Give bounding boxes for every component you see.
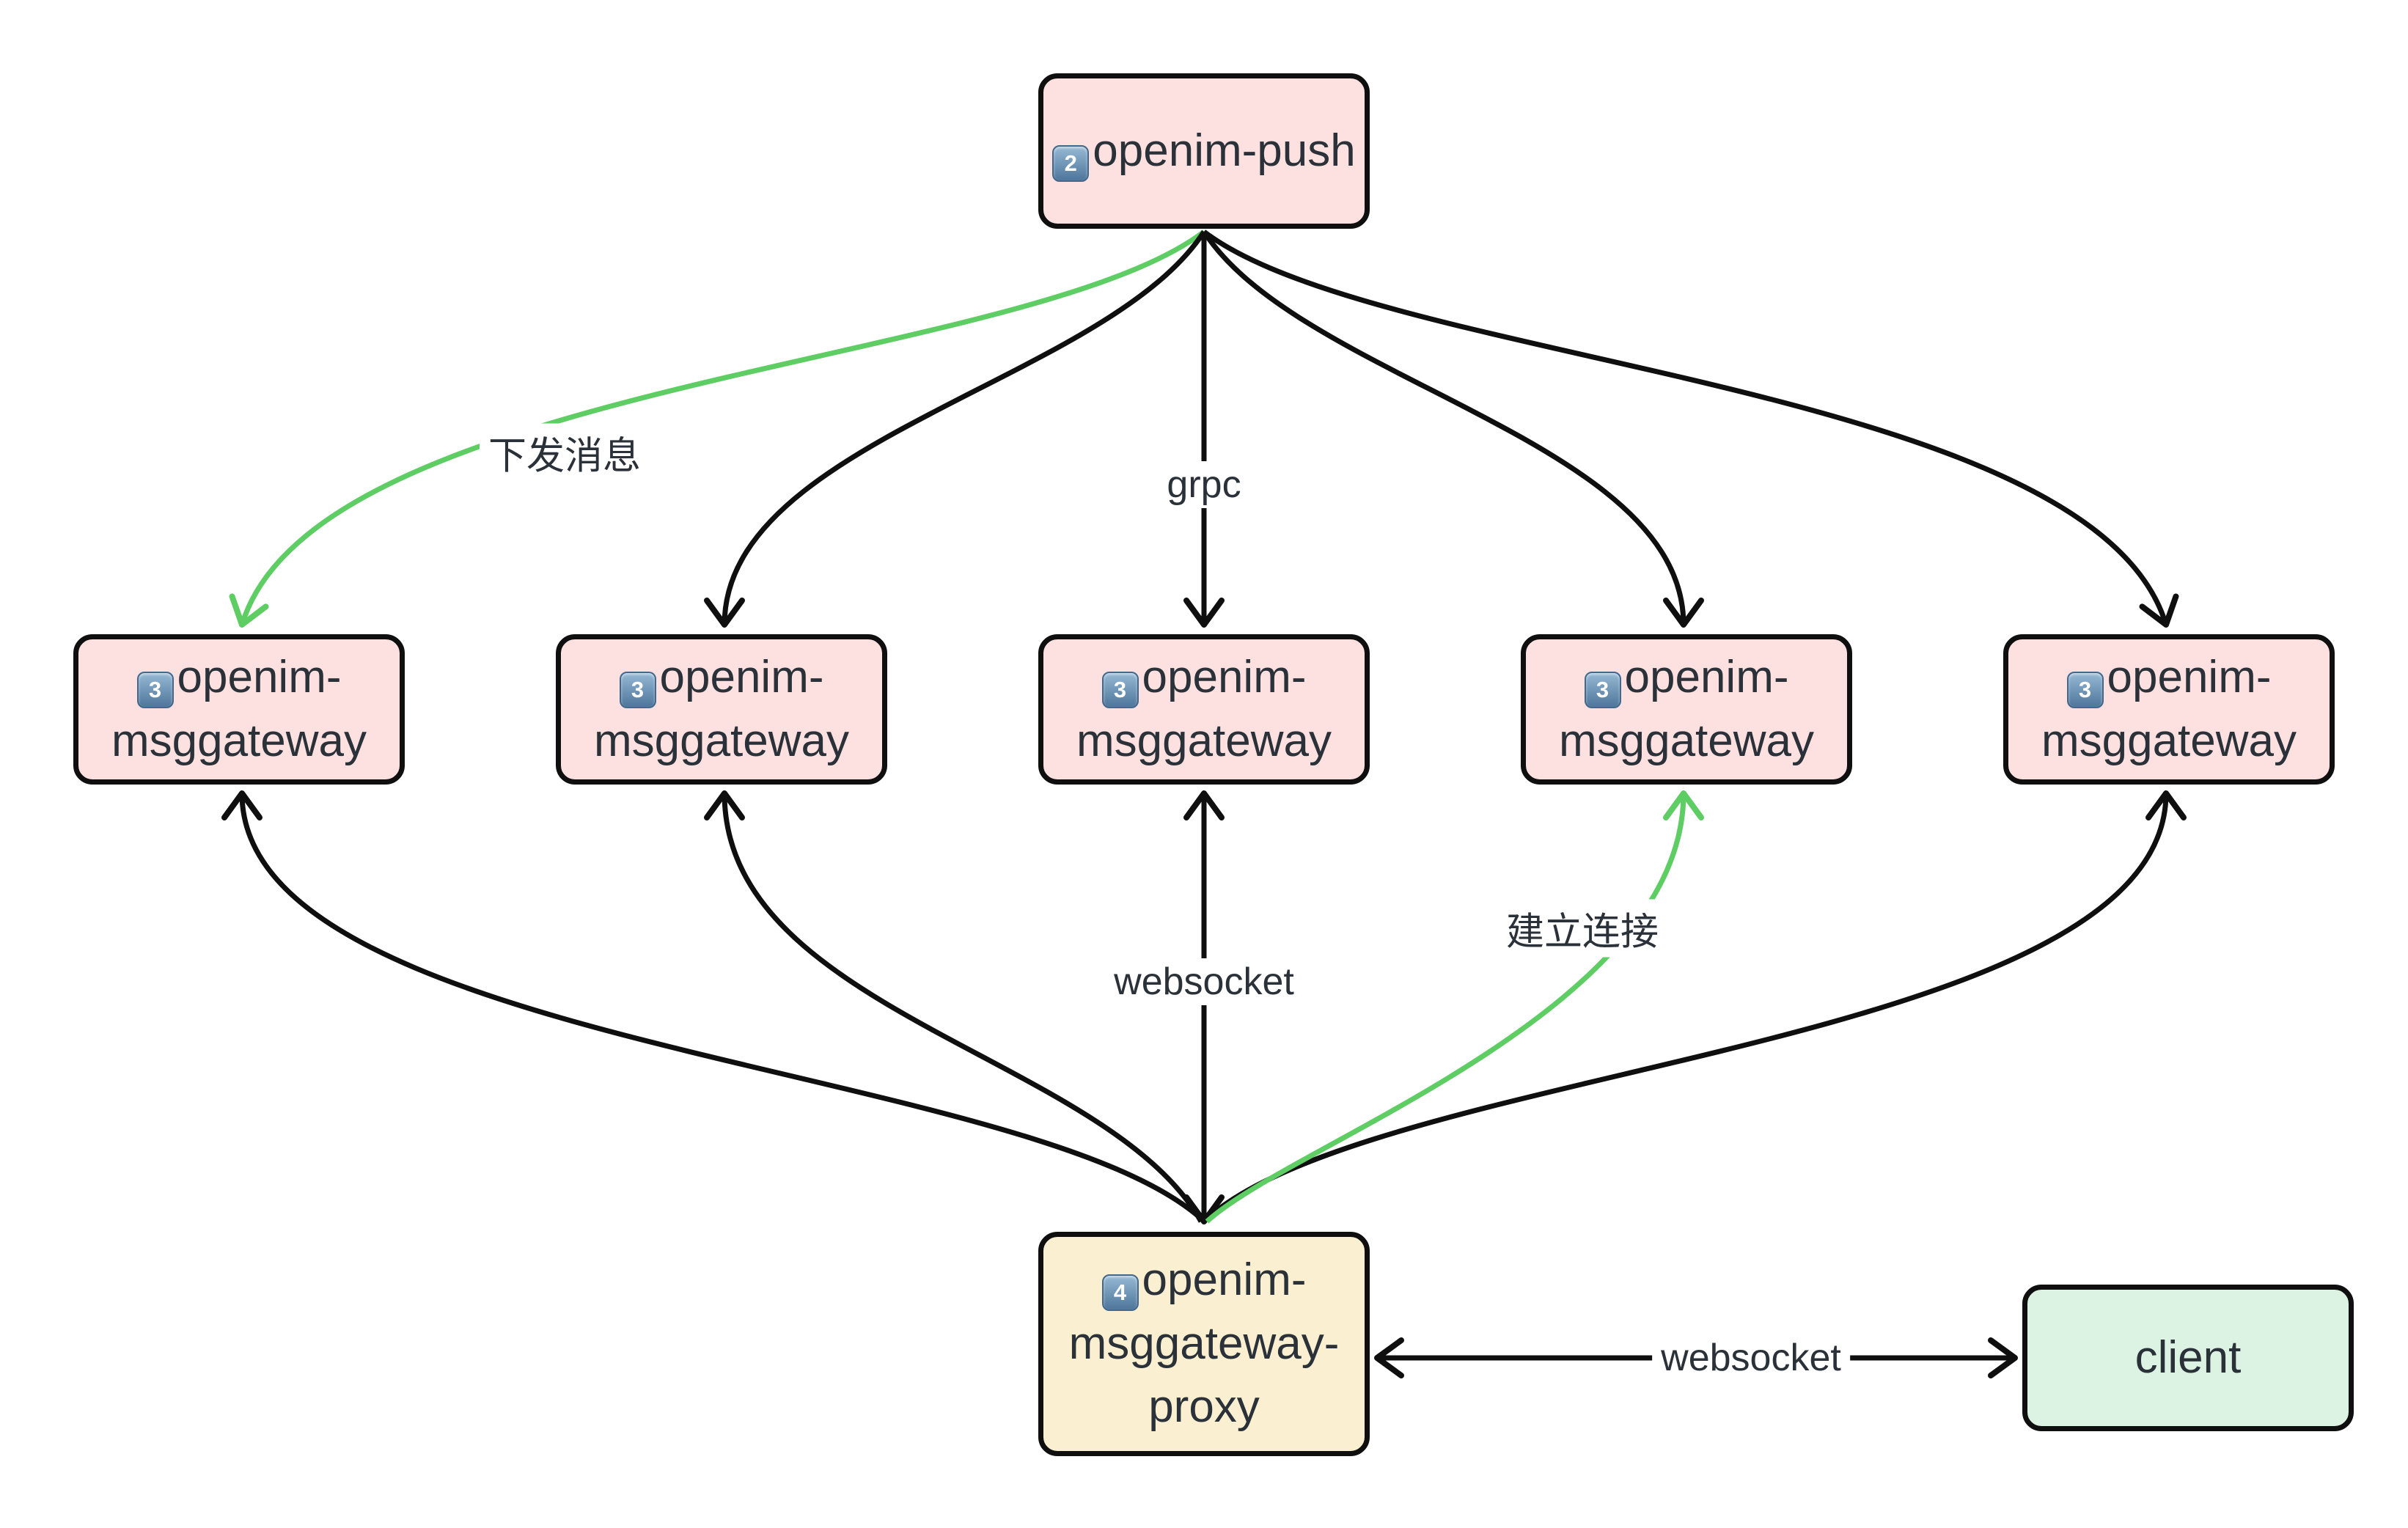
edge-gw2-proxy [704,790,1204,1223]
edge-gw5-proxy [1205,790,2187,1221]
edge-push-gw4 [1202,230,1704,628]
edge-label-grpc: grpc [1158,461,1250,508]
node-text: openim-msggateway-proxy [1068,1254,1340,1433]
node-text: openim-msggateway [111,651,367,766]
keycap-3-icon: 3 [1101,671,1139,708]
keycap-3-icon: 3 [1584,671,1621,708]
edge-push-gw2 [704,230,1206,628]
edge-gw1-proxy [221,790,1203,1221]
keycap-3-icon: 3 [2066,671,2104,708]
edge-label-websocket-internal: websocket [1105,958,1303,1005]
node-client: client [2022,1285,2354,1431]
edge-label-websocket-client: websocket [1652,1334,1850,1381]
edge-label-deliver-message: 下发消息 [479,423,650,482]
node-text: openim-msggateway [593,651,850,766]
node-text: openim-msggateway [1076,651,1332,766]
node-text: openim-msggateway [2041,651,2297,766]
edge-proxy-gw4-establish [1205,790,1704,1224]
node-text: openim-msggateway [1558,651,1815,766]
edge-push-gw5 [1202,229,2179,628]
keycap-3-icon: 3 [136,671,174,708]
node-text: client [2134,1332,2242,1383]
keycap-3-icon: 3 [619,671,656,708]
edge-push-gw1-deliver [229,229,1206,628]
node-label: client [2135,1326,2242,1390]
edge-label-establish-connection: 建立连接 [1497,899,1668,958]
node-text: openim-push [1093,125,1356,176]
keycap-4-icon: 4 [1101,1274,1139,1311]
keycap-2-icon: 2 [1052,144,1090,182]
